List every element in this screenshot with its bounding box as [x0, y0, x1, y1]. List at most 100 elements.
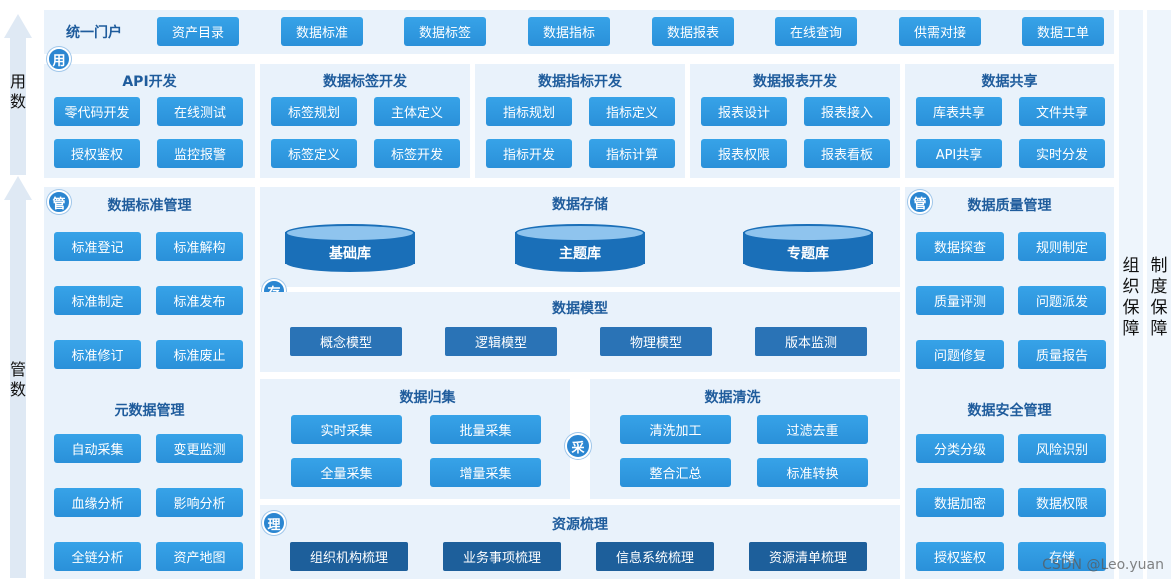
security-storage[interactable]: 存储 — [1018, 542, 1106, 571]
report-access[interactable]: 报表接入 — [804, 97, 890, 126]
indicator-calculation[interactable]: 指标计算 — [589, 139, 675, 168]
quality-rule[interactable]: 规则制定 — [1018, 232, 1106, 261]
std-revise[interactable]: 标准修订 — [54, 340, 141, 369]
basic-db[interactable]: 基础库 — [285, 224, 415, 272]
collect-incremental[interactable]: 增量采集 — [430, 458, 541, 487]
model-conceptual[interactable]: 概念模型 — [290, 327, 402, 356]
storage-title: 数据存储 — [552, 197, 608, 213]
resource-business[interactable]: 业务事项梳理 — [443, 542, 561, 571]
sharing-title: 数据共享 — [981, 74, 1038, 90]
security-encrypt[interactable]: 数据加密 — [916, 488, 1004, 517]
quality-report[interactable]: 质量报告 — [1018, 340, 1106, 369]
manage-left-badge: 管 — [47, 190, 71, 214]
indicator-planning[interactable]: 指标规划 — [486, 97, 572, 126]
top-item-data-tag[interactable]: 数据标签 — [404, 17, 486, 46]
report-permission[interactable]: 报表权限 — [701, 139, 787, 168]
tag-definition[interactable]: 标签定义 — [271, 139, 357, 168]
collect-realtime[interactable]: 实时采集 — [291, 415, 402, 444]
clean-process[interactable]: 清洗加工 — [620, 415, 731, 444]
indicator-definition[interactable]: 指标定义 — [589, 97, 675, 126]
meta-full-chain[interactable]: 全链分析 — [54, 542, 141, 571]
quality-dispatch[interactable]: 问题派发 — [1018, 286, 1106, 315]
clean-aggregate[interactable]: 整合汇总 — [620, 458, 731, 487]
security-permission[interactable]: 数据权限 — [1018, 488, 1106, 517]
use-badge: 用 — [47, 47, 71, 71]
resource-list[interactable]: 资源清单梳理 — [749, 542, 867, 571]
share-table[interactable]: 库表共享 — [916, 97, 1002, 126]
cleaning-title: 数据清洗 — [704, 390, 761, 406]
api-online-test[interactable]: 在线测试 — [157, 97, 243, 126]
topic-db[interactable]: 主题库 — [515, 224, 645, 272]
collect-batch[interactable]: 批量采集 — [430, 415, 541, 444]
report-dev-title: 数据报表开发 — [753, 74, 837, 90]
api-dev-title: API开发 — [122, 74, 177, 90]
security-auth[interactable]: 授权鉴权 — [916, 542, 1004, 571]
indicator-development[interactable]: 指标开发 — [486, 139, 572, 168]
govern-badge: 理 — [262, 511, 286, 535]
portal-title: 统一门户 — [66, 25, 122, 41]
meta-auto-collect[interactable]: 自动采集 — [54, 434, 141, 463]
collect-full[interactable]: 全量采集 — [291, 458, 402, 487]
indicator-dev-title: 数据指标开发 — [538, 74, 622, 90]
model-title: 数据模型 — [552, 301, 608, 317]
meta-asset-map[interactable]: 资产地图 — [156, 542, 243, 571]
meta-impact[interactable]: 影响分析 — [156, 488, 243, 517]
tag-subject-def[interactable]: 主体定义 — [374, 97, 460, 126]
share-file[interactable]: 文件共享 — [1019, 97, 1105, 126]
topic-db-label: 主题库 — [559, 246, 601, 262]
share-realtime[interactable]: 实时分发 — [1019, 139, 1105, 168]
special-db[interactable]: 专题库 — [743, 224, 873, 272]
collection-title: 数据归集 — [399, 390, 456, 406]
api-auth[interactable]: 授权鉴权 — [54, 139, 140, 168]
clean-standardize[interactable]: 标准转换 — [757, 458, 868, 487]
tag-planning[interactable]: 标签规划 — [271, 97, 357, 126]
model-physical[interactable]: 物理模型 — [600, 327, 712, 356]
clean-dedupe[interactable]: 过滤去重 — [757, 415, 868, 444]
quality-probe[interactable]: 数据探查 — [916, 232, 1004, 261]
basic-db-label: 基础库 — [329, 246, 371, 262]
top-item-asset-catalog[interactable]: 资产目录 — [157, 17, 239, 46]
report-design[interactable]: 报表设计 — [701, 97, 787, 126]
tag-development[interactable]: 标签开发 — [374, 139, 460, 168]
top-item-data-standard[interactable]: 数据标准 — [281, 17, 363, 46]
metadata-mgmt-title: 元数据管理 — [114, 403, 185, 419]
tag-dev-title: 数据标签开发 — [323, 74, 407, 90]
security-mgmt-title: 数据安全管理 — [967, 403, 1052, 419]
top-item-data-ticket[interactable]: 数据工单 — [1022, 17, 1104, 46]
system-guarantee-label: 制 度 保 障 — [1150, 256, 1168, 339]
top-item-online-query[interactable]: 在线查询 — [775, 17, 857, 46]
org-guarantee-label: 组 织 保 障 — [1122, 256, 1140, 339]
security-risk[interactable]: 风险识别 — [1018, 434, 1106, 463]
api-zero-code[interactable]: 零代码开发 — [54, 97, 140, 126]
std-deconstruct[interactable]: 标准解构 — [156, 232, 243, 261]
collect-badge: 采 — [565, 433, 591, 459]
use-data-label: 用 数 — [9, 72, 26, 111]
model-version-monitor[interactable]: 版本监测 — [755, 327, 867, 356]
resource-org[interactable]: 组织机构梳理 — [290, 542, 408, 571]
std-publish[interactable]: 标准发布 — [156, 286, 243, 315]
top-item-supply-demand[interactable]: 供需对接 — [899, 17, 981, 46]
system-guarantee-panel — [1147, 10, 1171, 579]
top-item-data-report[interactable]: 数据报表 — [652, 17, 734, 46]
resource-info-system[interactable]: 信息系统梳理 — [596, 542, 714, 571]
std-formulate[interactable]: 标准制定 — [54, 286, 141, 315]
share-api[interactable]: API共享 — [916, 139, 1002, 168]
top-item-data-indicator[interactable]: 数据指标 — [528, 17, 610, 46]
left-axis-arrows — [4, 14, 32, 578]
model-logical[interactable]: 逻辑模型 — [445, 327, 557, 356]
quality-mgmt-title: 数据质量管理 — [967, 198, 1052, 214]
special-db-label: 专题库 — [787, 246, 829, 262]
quality-evaluate[interactable]: 质量评测 — [916, 286, 1004, 315]
meta-change-monitor[interactable]: 变更监测 — [156, 434, 243, 463]
resource-title: 资源梳理 — [552, 517, 608, 533]
std-register[interactable]: 标准登记 — [54, 232, 141, 261]
standard-mgmt-title: 数据标准管理 — [107, 198, 192, 214]
manage-right-badge: 管 — [908, 190, 932, 214]
meta-lineage[interactable]: 血缘分析 — [54, 488, 141, 517]
report-dashboard[interactable]: 报表看板 — [804, 139, 890, 168]
std-abolish[interactable]: 标准废止 — [156, 340, 243, 369]
quality-fix[interactable]: 问题修复 — [916, 340, 1004, 369]
org-guarantee-panel — [1119, 10, 1143, 579]
security-classify[interactable]: 分类分级 — [916, 434, 1004, 463]
api-monitor[interactable]: 监控报警 — [157, 139, 243, 168]
